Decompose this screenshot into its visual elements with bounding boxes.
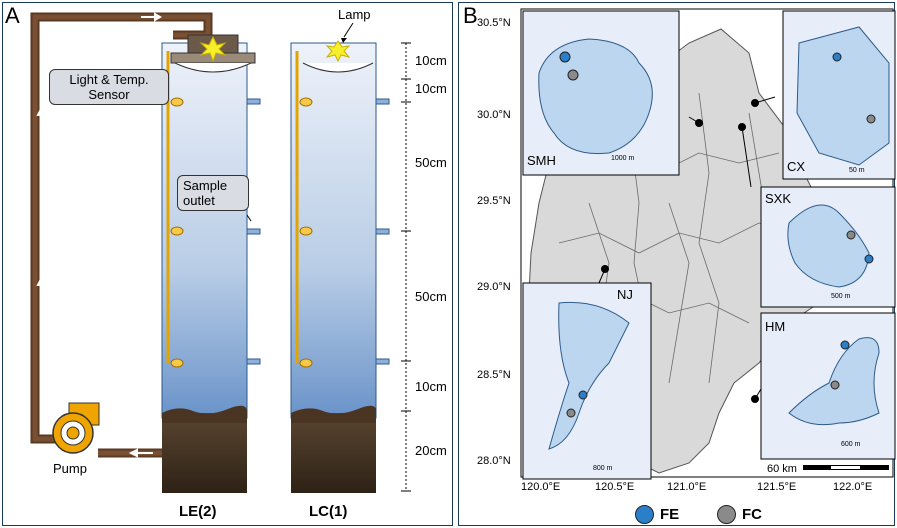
inset-hm [760,312,896,460]
x-tick-1: 120.0°E [521,481,561,493]
y-tick-2: 30.0°N [477,109,511,121]
column-le-label: LE(2) [179,503,217,520]
legend-fc-swatch [717,505,736,524]
dim-label-3: 50cm [415,155,447,170]
panel-b-letter: B [463,3,478,28]
y-tick-5: 28.5°N [477,369,511,381]
x-tick-3: 121.0°E [667,481,707,493]
main-scale-label: 60 km [767,463,797,475]
inset-sxk-scale: 500 m [831,293,851,300]
inset-sxk-name: SXK [765,191,792,206]
dim-label-6: 20cm [415,443,447,458]
mesocosm-diagram [30,12,411,493]
inset-smh [522,10,680,176]
inset-nj-scale: 800 m [593,465,613,472]
dimension-scale [401,42,411,492]
panel-b: B 30.5°N 30.0°N 29.5°N 29.0°N 28.5°N 28.… [458,2,896,526]
flow-arrows [36,12,162,458]
dim-label-4: 50cm [415,289,447,304]
inset-sxk [760,186,896,308]
study-map [520,8,896,480]
legend-fe-swatch [635,505,654,524]
panel-a: A Lamp Light & Temp. Sensor Sample outle… [2,2,453,526]
inset-nj [522,282,652,480]
y-tick-4: 29.0°N [477,281,511,293]
x-tick-4: 121.5°E [757,481,797,493]
dim-label-2: 10cm [415,81,447,96]
outlet-callout: Sample outlet [177,175,249,211]
site-pointers [598,96,776,403]
inset-cx-name: CX [787,159,806,174]
dim-label-1: 10cm [415,53,447,68]
pump-label: Pump [53,461,87,476]
panel-a-letter: A [5,3,20,28]
inset-smh-name: SMH [527,153,556,168]
x-tick-2: 120.5°E [595,481,635,493]
y-tick-6: 28.0°N [477,455,511,467]
y-tick-3: 29.5°N [477,195,511,207]
legend-fc: FC [717,505,762,524]
pump-icon [52,402,100,454]
lamp-label: Lamp [338,7,371,22]
inset-smh-scale: 1000 m [611,155,635,162]
inset-cx-scale: 50 m [849,167,865,174]
y-tick-1: 30.5°N [477,17,511,29]
sensor-label-line1: Light & Temp. [69,72,149,87]
legend-fe-label: FE [660,506,680,523]
legend-fc-label: FC [742,506,762,523]
inset-hm-scale: 600 m [841,441,861,448]
dim-label-5: 10cm [415,379,447,394]
column-le [161,34,261,493]
sensor-label-line2: Sensor [88,87,130,102]
inset-hm-name: HM [765,319,786,334]
sensor-callout: Light & Temp. Sensor [49,69,169,105]
legend-fe: FE [635,505,679,524]
column-lc [290,22,390,493]
outlet-label-line1: Sample [183,178,228,193]
outlet-label-line2: outlet [183,193,215,208]
column-lc-label: LC(1) [309,503,348,520]
x-tick-5: 122.0°E [833,481,873,493]
inset-nj-name: NJ [617,287,633,302]
inset-cx [782,10,896,180]
